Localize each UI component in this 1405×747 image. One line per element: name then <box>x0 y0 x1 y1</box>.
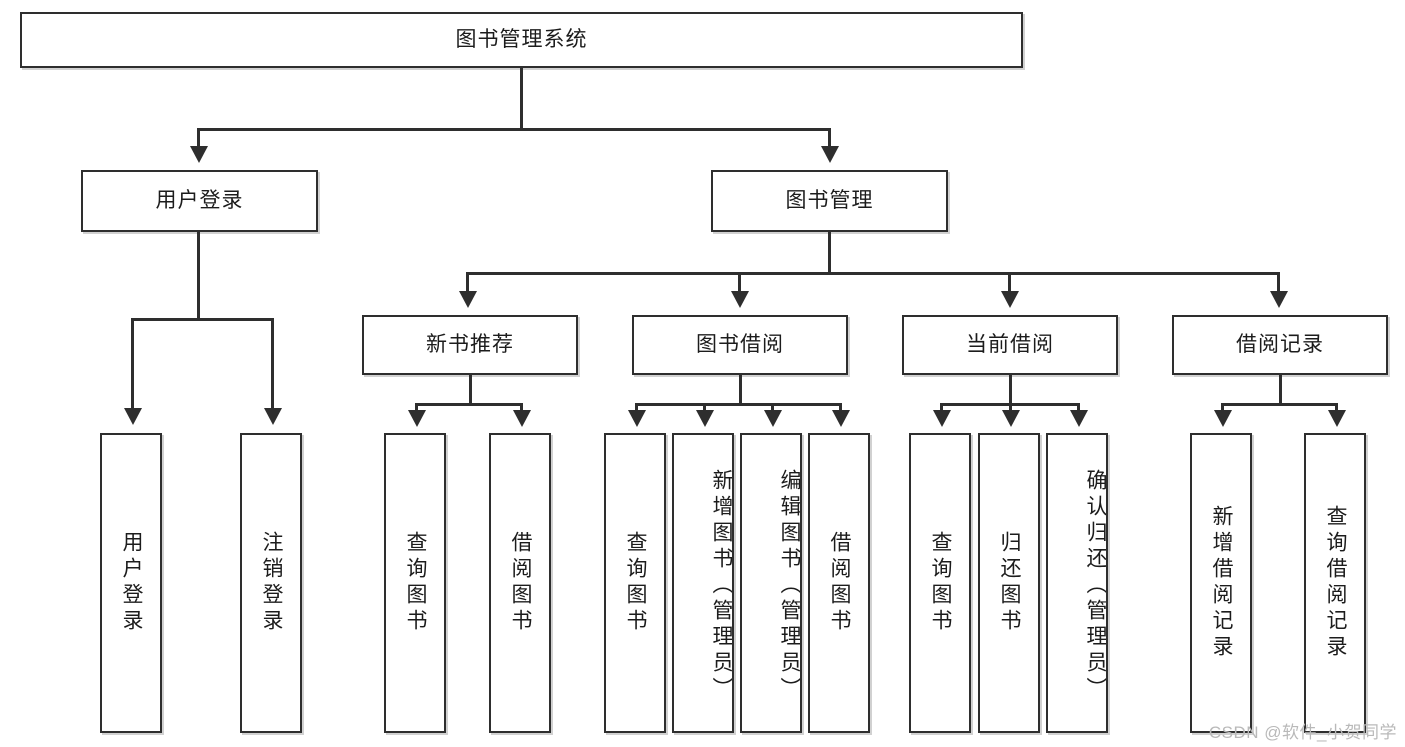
leaf-label: 查询图书 <box>624 531 648 635</box>
node-borrow-record-label: 借阅记录 <box>1236 333 1324 357</box>
arrowhead-new-book-leaf2 <box>513 410 531 427</box>
leaf-new-book-borrow[interactable]: 借阅图书 <box>489 433 551 733</box>
connector-book-manage-stem <box>828 232 831 272</box>
arrowhead-current-borrow-leaf3 <box>1070 410 1088 427</box>
node-book-borrow-label: 图书借阅 <box>696 333 784 357</box>
arrowhead-to-user-login <box>190 146 208 163</box>
arrowhead-to-borrow-record <box>1270 291 1288 308</box>
connector-borrow-record-bus <box>1221 403 1338 406</box>
leaf-label: 新增借阅记录 <box>1210 505 1234 661</box>
node-book-manage-label: 图书管理 <box>785 189 874 213</box>
arrowhead-book-borrow-leaf3 <box>764 410 782 427</box>
leaf-label: 新增图书（管理员） <box>710 469 733 703</box>
arrowhead-borrow-record-leaf1 <box>1214 410 1232 427</box>
leaf-book-borrow-query[interactable]: 查询图书 <box>604 433 666 733</box>
connector-to-current-borrow <box>1008 272 1011 294</box>
connector-user-login-stem <box>197 232 200 318</box>
leaf-current-borrow-return[interactable]: 归还图书 <box>978 433 1040 733</box>
connector-book-borrow-stem <box>739 375 742 403</box>
leaf-user-login-login[interactable]: 用户登录 <box>100 433 162 733</box>
connector-borrow-record-stem <box>1279 375 1282 403</box>
connector-new-book-stem <box>469 375 472 403</box>
leaf-label: 确认归还（管理员） <box>1084 469 1107 703</box>
node-user-login[interactable]: 用户登录 <box>81 170 318 232</box>
arrowhead-book-borrow-leaf2 <box>696 410 714 427</box>
node-root-label: 图书管理系统 <box>455 28 588 52</box>
connector-current-borrow-stem <box>1009 375 1012 403</box>
leaf-book-borrow-add[interactable]: 新增图书（管理员） <box>672 433 734 733</box>
leaf-borrow-record-add[interactable]: 新增借阅记录 <box>1190 433 1252 733</box>
connector-to-book-manage <box>828 128 831 149</box>
leaf-book-borrow-borrow[interactable]: 借阅图书 <box>808 433 870 733</box>
leaf-current-borrow-query[interactable]: 查询图书 <box>909 433 971 733</box>
connector-book-borrow-leaf3 <box>771 403 774 412</box>
node-book-manage[interactable]: 图书管理 <box>711 170 948 232</box>
arrowhead-book-borrow-leaf1 <box>628 410 646 427</box>
leaf-current-borrow-confirm[interactable]: 确认归还（管理员） <box>1046 433 1108 733</box>
arrowhead-new-book-leaf1 <box>408 410 426 427</box>
leaf-label: 查询图书 <box>929 531 953 635</box>
node-new-book[interactable]: 新书推荐 <box>362 315 578 375</box>
connector-new-book-leaf2 <box>520 403 523 412</box>
connector-new-book-bus <box>415 403 523 406</box>
connector-to-borrow-record <box>1277 272 1280 294</box>
leaf-book-borrow-edit[interactable]: 编辑图书（管理员） <box>740 433 802 733</box>
arrowhead-borrow-record-leaf2 <box>1328 410 1346 427</box>
leaf-label: 用户登录 <box>120 531 144 635</box>
connector-user-login-leaf1 <box>131 318 134 411</box>
leaf-label: 借阅图书 <box>509 531 533 635</box>
arrowhead-to-new-book <box>459 291 477 308</box>
node-new-book-label: 新书推荐 <box>426 333 514 357</box>
connector-user-login-leaf2 <box>271 318 274 411</box>
arrowhead-to-current-borrow <box>1001 291 1019 308</box>
connector-root-stem <box>520 68 523 128</box>
connector-new-book-leaf1 <box>415 403 418 412</box>
connector-book-borrow-leaf1 <box>635 403 638 412</box>
connector-current-borrow-leaf3 <box>1077 403 1080 412</box>
connector-book-borrow-leaf2 <box>703 403 706 412</box>
leaf-new-book-query[interactable]: 查询图书 <box>384 433 446 733</box>
connector-current-borrow-leaf1 <box>940 403 943 412</box>
node-root[interactable]: 图书管理系统 <box>20 12 1023 68</box>
arrowhead-current-borrow-leaf1 <box>933 410 951 427</box>
leaf-label: 归还图书 <box>998 531 1022 635</box>
csdn-watermark: CSDN @软件_小贺同学 <box>1208 723 1397 742</box>
leaf-user-login-logout[interactable]: 注销登录 <box>240 433 302 733</box>
leaf-label: 查询图书 <box>404 531 428 635</box>
connector-level3-bus <box>466 272 1280 275</box>
leaf-label: 编辑图书（管理员） <box>778 469 801 703</box>
connector-level2-bus <box>197 128 831 131</box>
leaf-borrow-record-query[interactable]: 查询借阅记录 <box>1304 433 1366 733</box>
node-borrow-record[interactable]: 借阅记录 <box>1172 315 1388 375</box>
node-current-borrow-label: 当前借阅 <box>966 333 1054 357</box>
node-current-borrow[interactable]: 当前借阅 <box>902 315 1118 375</box>
arrowhead-book-borrow-leaf4 <box>832 410 850 427</box>
arrowhead-to-book-borrow <box>731 291 749 308</box>
connector-borrow-record-leaf2 <box>1335 403 1338 412</box>
connector-user-login-bus <box>131 318 274 321</box>
connector-book-borrow-leaf4 <box>839 403 842 412</box>
node-user-login-label: 用户登录 <box>155 189 244 213</box>
connector-to-new-book <box>466 272 469 294</box>
connector-to-book-borrow <box>738 272 741 294</box>
arrowhead-current-borrow-leaf2 <box>1002 410 1020 427</box>
connector-to-user-login <box>197 128 200 149</box>
node-book-borrow[interactable]: 图书借阅 <box>632 315 848 375</box>
connector-book-borrow-bus <box>635 403 842 406</box>
arrowhead-user-login-leaf2 <box>264 408 282 425</box>
leaf-label: 查询借阅记录 <box>1324 505 1348 661</box>
arrowhead-to-book-manage <box>821 146 839 163</box>
connector-borrow-record-leaf1 <box>1221 403 1224 412</box>
leaf-label: 借阅图书 <box>828 531 852 635</box>
leaf-label: 注销登录 <box>260 531 284 635</box>
arrowhead-user-login-leaf1 <box>124 408 142 425</box>
connector-current-borrow-leaf2 <box>1009 403 1012 412</box>
